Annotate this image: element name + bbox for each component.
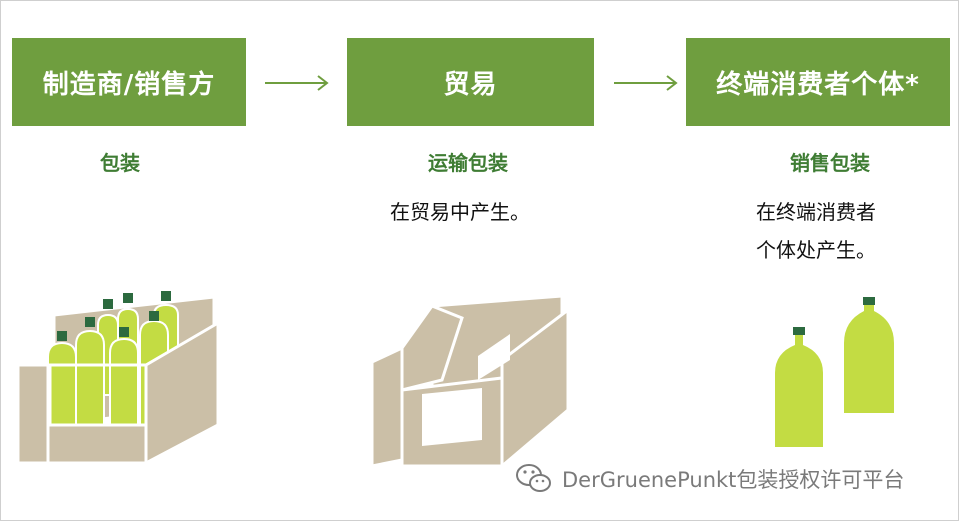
stage-trade-box: 贸易	[347, 38, 594, 126]
packaging-label-transport: 运输包装	[428, 151, 508, 175]
consumer-description-line: 在终端消费者	[756, 200, 876, 224]
stage-consumer-box: 终端消费者个体*	[686, 38, 950, 126]
packaging-label-primary: 包装	[100, 151, 140, 175]
wechat-icon	[516, 464, 551, 492]
stage-trade-label: 贸易	[443, 69, 498, 100]
bottles-icon	[775, 297, 894, 447]
crate-with-bottles-icon	[16, 291, 220, 465]
consumer-description-line: 个体处产生。	[756, 238, 876, 262]
watermark: DerGruenePunkt包装授权许可平台	[514, 462, 904, 496]
stage-manufacturer-label: 制造商/销售方	[42, 69, 216, 100]
watermark-text: DerGruenePunkt包装授权许可平台	[562, 468, 905, 492]
arrow-right-icon	[614, 75, 678, 91]
packaging-label-sales: 销售包装	[790, 151, 870, 175]
empty-carton-icon	[370, 294, 570, 470]
consumer-description: 在终端消费者 个体处产生。	[756, 193, 876, 269]
trade-description: 在贸易中产生。	[390, 193, 530, 231]
trade-description-line: 在贸易中产生。	[390, 200, 530, 224]
arrow-right-icon	[265, 75, 329, 91]
stage-consumer-label: 终端消费者个体*	[716, 69, 920, 100]
stage-manufacturer-box: 制造商/销售方	[12, 38, 246, 126]
